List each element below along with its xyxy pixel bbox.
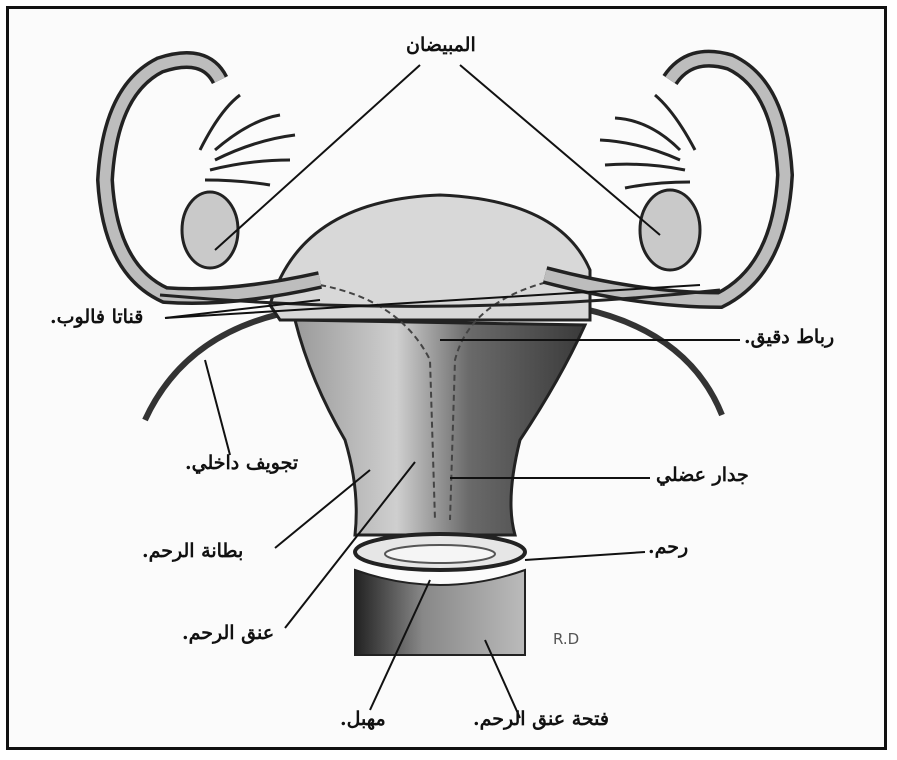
right-fimbriae [600,95,695,188]
label-cervical-opening: فتحة عنق الرحم. [473,708,609,730]
artist-signature: R.D [553,630,579,648]
label-cervix: عنق الرحم. [182,622,274,644]
label-muscular-wall: جدار عضلي [656,464,749,486]
label-uterine-lining: بطانة الرحم. [142,540,243,562]
uterus-body [295,320,585,535]
label-ovaries: المبيضان [406,34,476,56]
label-fine-ligament: رباط دقيق. [744,326,834,348]
label-inner-cavity: تجويف داخلي. [185,452,298,474]
label-fallopian-tubes: قناتا فالوب. [50,306,143,328]
right-ovary [640,190,700,270]
vagina [355,570,525,655]
left-ovary [182,192,238,268]
left-fimbriae [200,95,295,185]
label-uterus: رحم. [648,536,688,558]
label-vagina: مهبل. [340,708,386,730]
